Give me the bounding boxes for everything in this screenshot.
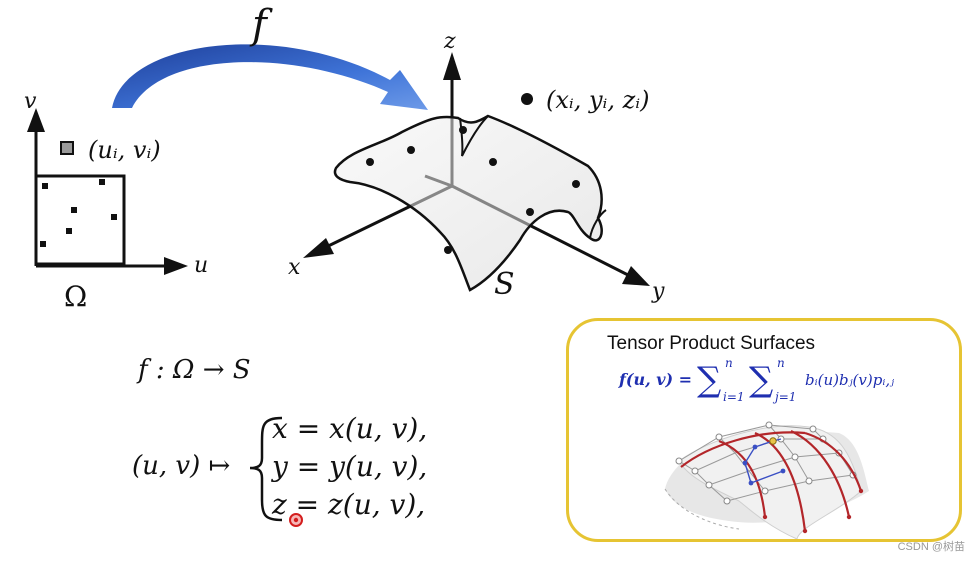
iso-curve-endpoints: [762, 488, 864, 534]
tensor-formula: f(u, v) = ∑ n i=1 ∑ n j=1 bᵢ(u)bⱼ(v)pᵢ,ⱼ: [618, 356, 894, 404]
surface-sample-points: [366, 93, 580, 254]
tensor-surface-patch: [678, 425, 862, 539]
mapping-arrow: [112, 44, 428, 110]
formula-rhs: bᵢ(u)bⱼ(v)pᵢ,ⱼ: [805, 371, 894, 389]
domain-sample-points: [40, 179, 117, 247]
system-brace: [249, 416, 283, 522]
formula-lhs: f(u, v) =: [618, 370, 692, 389]
x-axis-label: x: [288, 255, 301, 280]
tensor-product-card: Tensor Product Surfaces f(u, v) = ∑ n i=…: [566, 318, 962, 542]
y-axis-label: y: [651, 279, 665, 304]
param-lhs: (u, v) ↦: [132, 451, 231, 481]
formula-sum-j-upper: n: [777, 356, 785, 370]
domain-point-marker: [60, 141, 74, 155]
card-title: Tensor Product Surfaces: [607, 333, 816, 354]
surface-curl: [589, 209, 607, 239]
space-point-label: (xᵢ, yᵢ, zᵢ): [546, 86, 649, 114]
param-eq-x: x = x(u, v),: [272, 412, 427, 445]
map-label: f: [249, 2, 273, 48]
u-axis-label: u: [194, 253, 208, 278]
domain-point-label: (uᵢ, vᵢ): [88, 136, 161, 164]
surface-name: S: [494, 267, 515, 302]
v-axis-label: v: [24, 89, 37, 114]
construction-points: [742, 444, 786, 486]
evaluated-point: [769, 437, 777, 445]
mapping-equation: f : Ω → S: [136, 355, 251, 385]
domain-name: Ω: [64, 280, 87, 313]
tensor-surface-figure: f(u, v) = ∑ n i=1 ∑ n j=1 bᵢ(u)bⱼ(v)pᵢ,ⱼ: [618, 356, 894, 539]
formula-sum-i-lower: i=1: [723, 390, 745, 404]
domain-axes: [27, 108, 188, 275]
watermark: CSDN @树苗: [897, 541, 965, 553]
iso-curves: [680, 430, 863, 532]
formula-sum-i-upper: n: [725, 356, 733, 370]
domain-square: [34, 174, 126, 266]
param-eq-z: z = z(u, v),: [271, 488, 425, 521]
z-axis-label: z: [443, 29, 456, 54]
formula-sum-i: ∑: [697, 360, 721, 400]
formula-sum-j: ∑: [749, 360, 773, 400]
formula-sum-j-lower: j=1: [772, 390, 796, 404]
param-eq-y: y = y(u, v),: [270, 450, 427, 483]
